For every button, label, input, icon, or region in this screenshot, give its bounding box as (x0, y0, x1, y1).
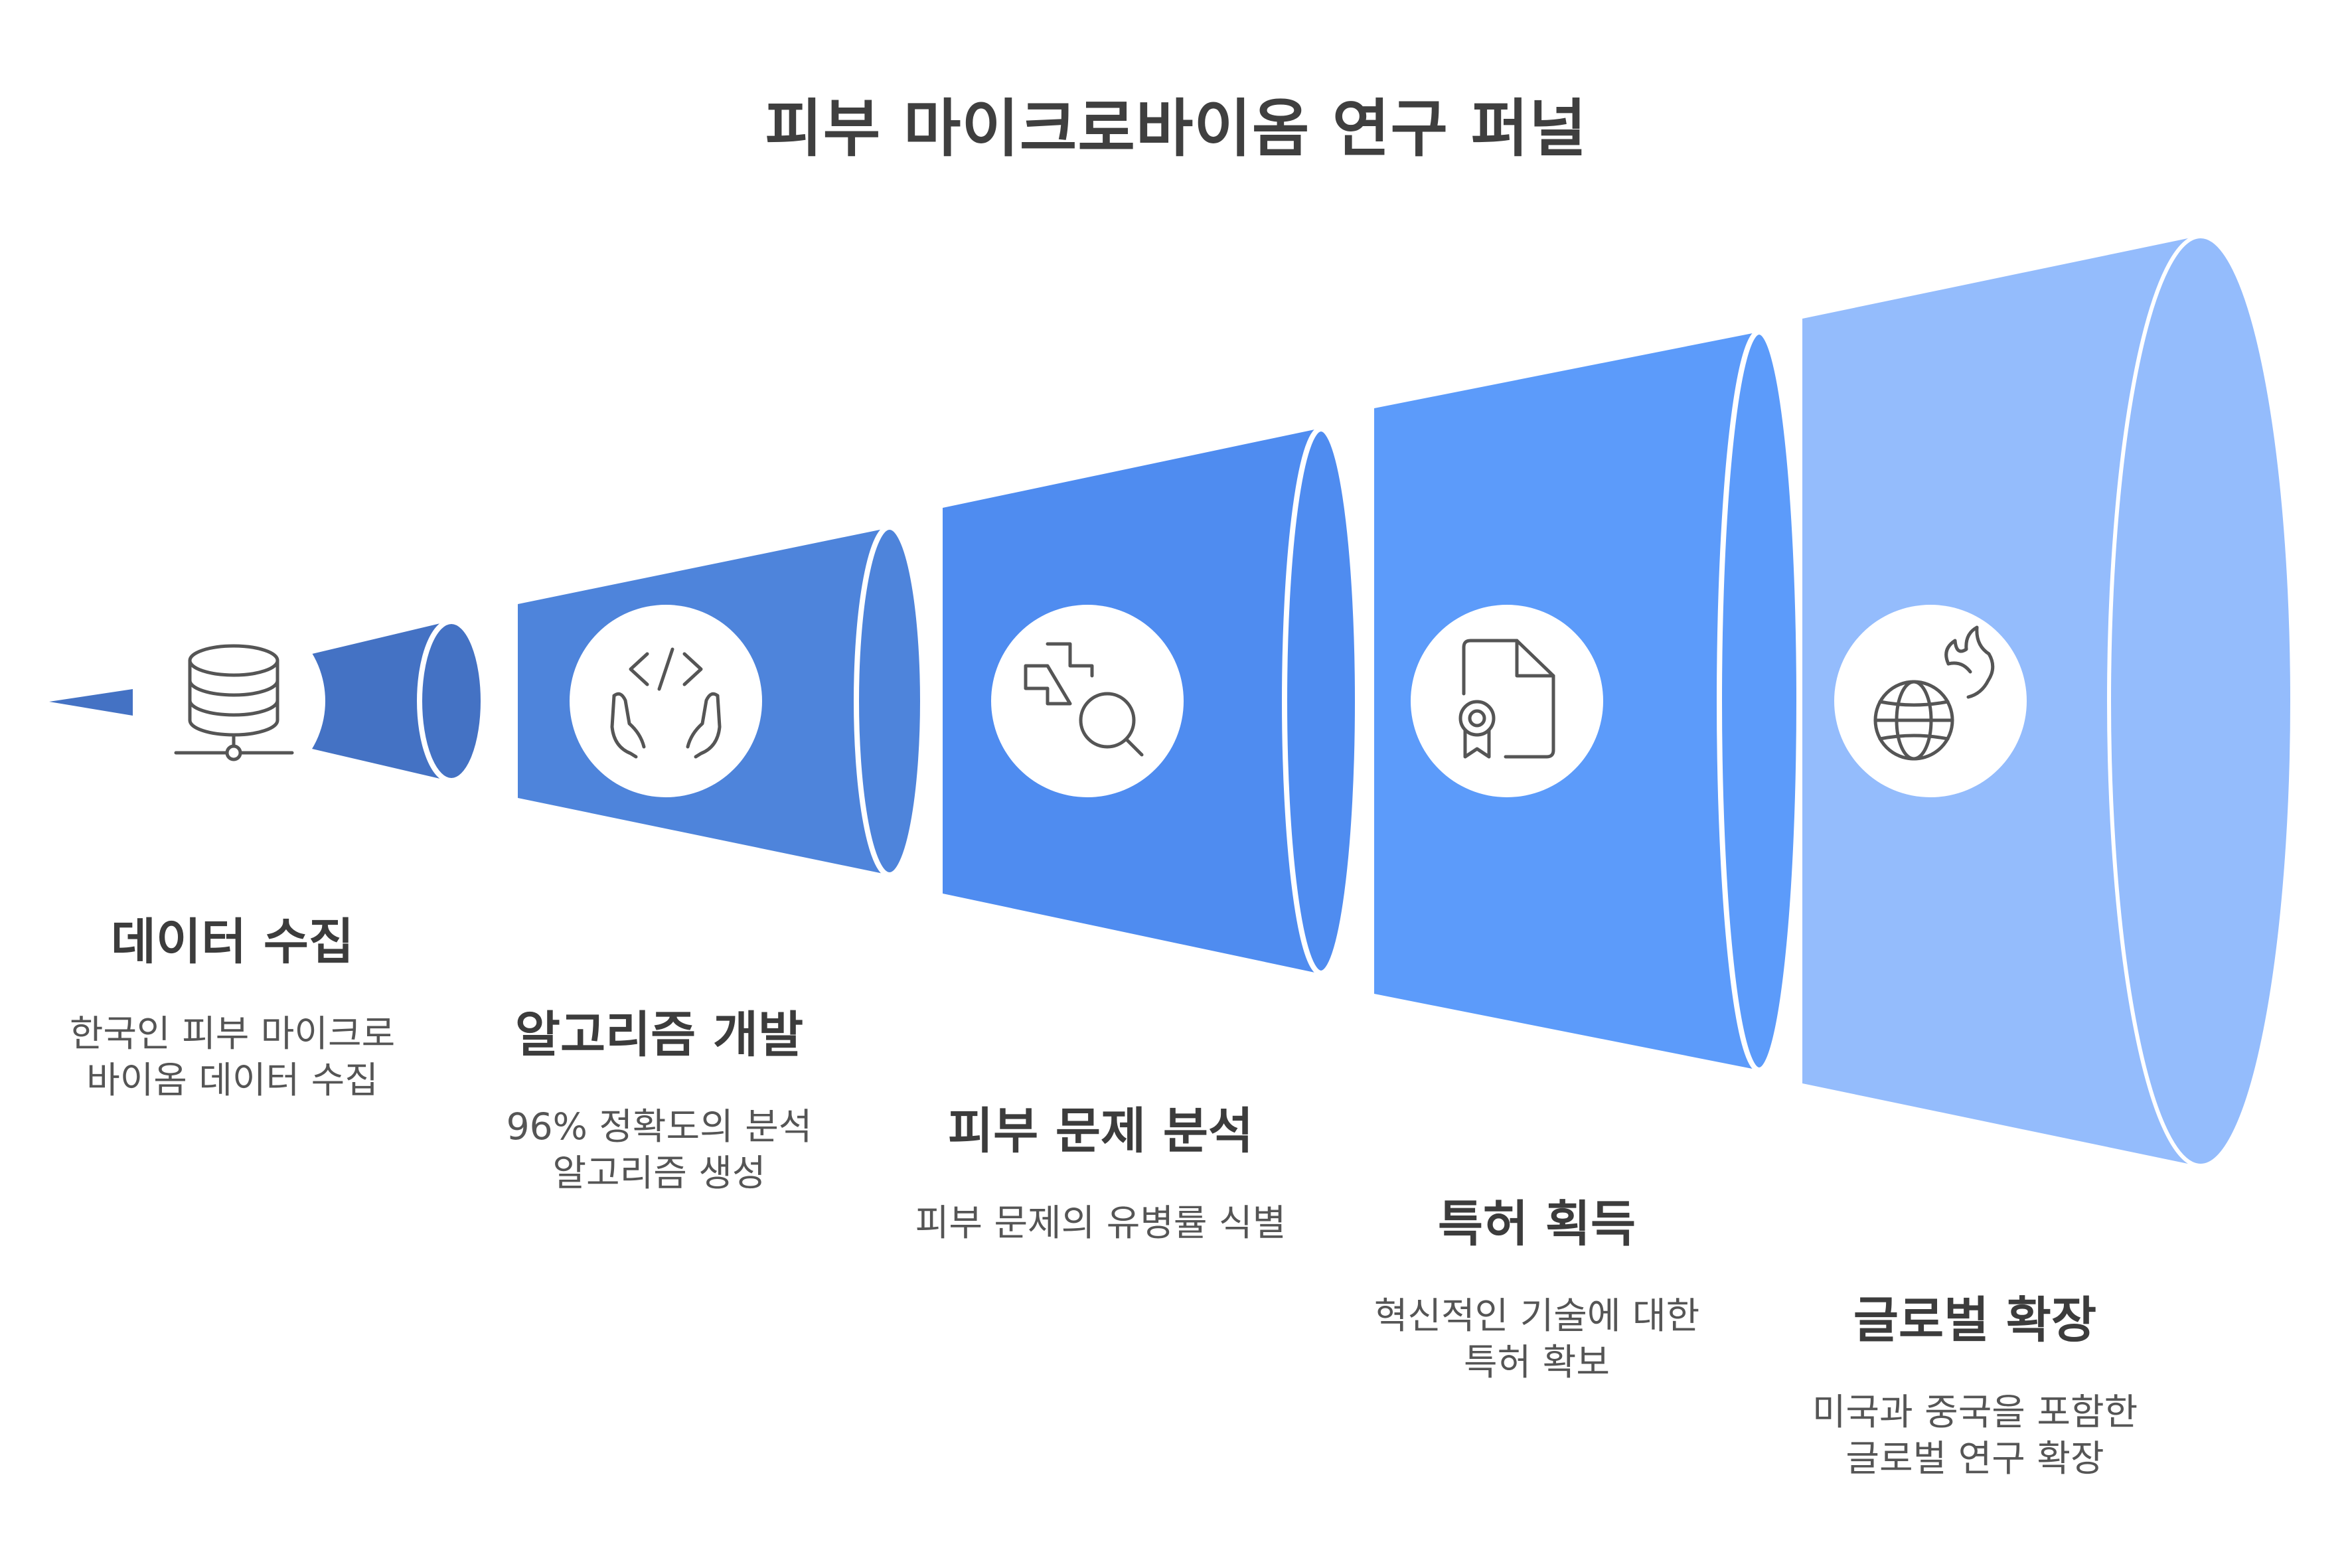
stage-description: 한국인 피부 마이크로 바이옴 데이터 수집 (69, 1012, 396, 1102)
medical-search-icon (1024, 642, 1144, 757)
stage-description: 96% 정확도의 분석 알고리즘 생성 (506, 1105, 813, 1195)
funnel-cap-global (2107, 234, 2294, 1168)
stage-title: 글로벌 확장 (1853, 1292, 2097, 1349)
icon-circle-4 (1411, 605, 1603, 797)
stage-title: 특허 획득 (1437, 1196, 1636, 1253)
stage-description: 미국과 중국을 포함한 글로벌 연구 확장 (1812, 1390, 2138, 1480)
page-title: 피부 마이크로바이옴 연구 퍼널 (765, 93, 1587, 165)
funnel-tip (49, 689, 133, 716)
stage-label-2: 알고리즘 개발 96% 정확도의 분석 알고리즘 생성 (407, 1006, 911, 1197)
stage-title: 알고리즘 개발 (514, 1006, 804, 1063)
stage-label-4: 특허 획득 혁신적인 기술에 대한 특허 확보 (1285, 1195, 1789, 1386)
globe-fire-icon (1873, 625, 1995, 761)
funnel-cap-data-collection (417, 619, 486, 783)
patent-certificate-icon (1458, 639, 1555, 759)
icon-circle-1 (139, 608, 325, 794)
database-icon (174, 644, 294, 761)
funnel-cap-algorithm (854, 524, 925, 878)
stage-description: 피부 문제의 유병률 식별 (915, 1201, 1287, 1244)
stage-title: 피부 문제 분석 (947, 1103, 1253, 1160)
stage-label-1: 데이터 수집 한국인 피부 마이크로 바이옴 데이터 수집 (0, 913, 485, 1104)
icon-circle-2 (570, 605, 762, 797)
stage-description: 혁신적인 기술에 대한 특허 확보 (1373, 1294, 1700, 1384)
code-hands-icon (610, 647, 722, 759)
stage-label-3: 피부 문제 분석 피부 문제의 유병률 식별 (848, 1102, 1353, 1246)
stage-label-5: 글로벌 확장 미국과 중국을 포함한 글로벌 연구 확장 (1723, 1291, 2227, 1482)
stage-title: 데이터 수집 (110, 913, 354, 971)
funnel-cap-patent (1717, 329, 1802, 1073)
funnel-cap-skin-analysis (1282, 426, 1360, 976)
